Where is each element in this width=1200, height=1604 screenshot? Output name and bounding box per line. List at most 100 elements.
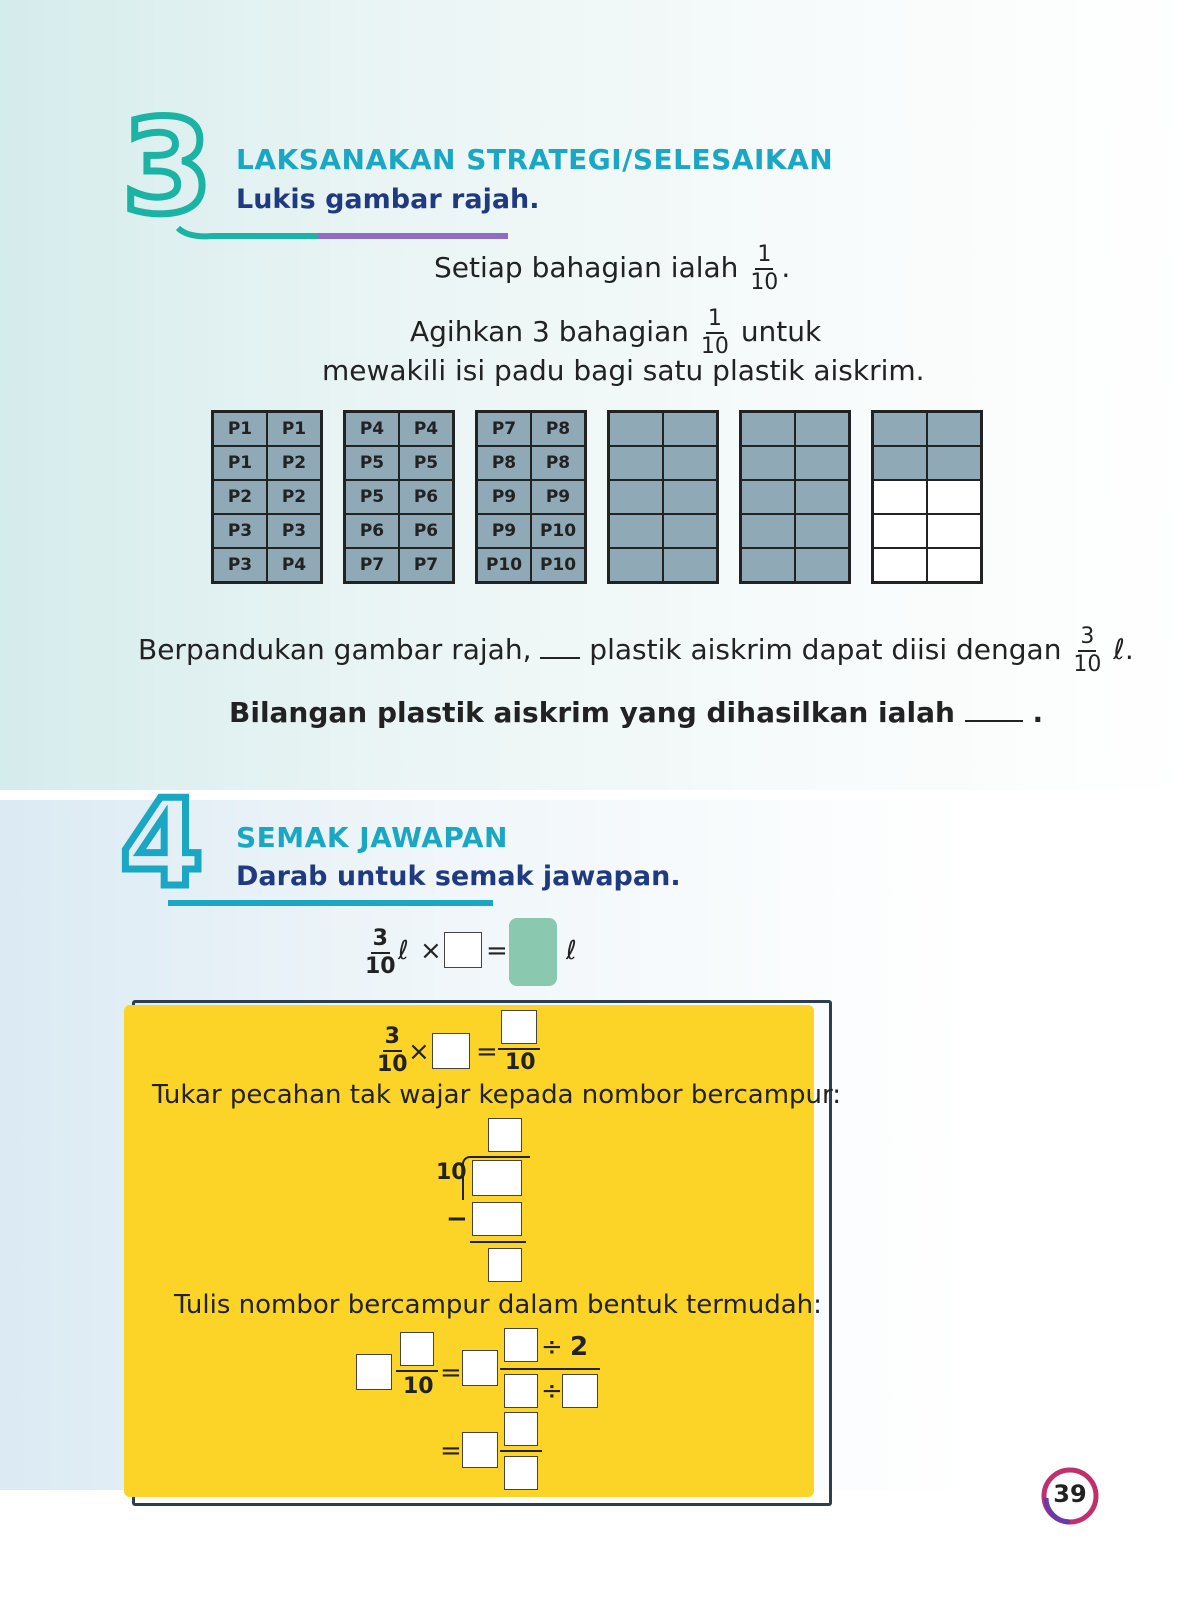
grid-cell: P10 [531,514,585,548]
grid-cell: P6 [345,514,399,548]
mix-num-box[interactable] [400,1332,434,1366]
grid-cell [663,480,717,514]
simplify-num-box[interactable] [504,1328,538,1362]
grid-cell [873,514,927,548]
answer-sentence: Bilangan plastik aiskrim yang dihasilkan… [229,696,1044,729]
grid-cell [927,514,981,548]
grid-cell [663,446,717,480]
section-3-subtitle: Lukis gambar rajah. [236,184,540,215]
quotient-box[interactable] [488,1118,522,1152]
instruction-line-3: mewakili isi padu bagi satu plastik aisk… [322,354,925,387]
grid-cell: P4 [267,548,321,582]
whole-box-2[interactable] [462,1350,498,1386]
grid-cell [741,514,795,548]
work-box [124,1005,814,1497]
grid-cell: P9 [477,480,531,514]
grid-cell [663,548,717,582]
section-3-background [0,0,1200,790]
grid-cell: P5 [345,446,399,480]
grid-cell [663,412,717,446]
grid-cell: P7 [477,412,531,446]
grid-cell: P2 [213,480,267,514]
grid-cell [873,480,927,514]
multiplier-box[interactable] [444,932,482,968]
eq1-box-numerator[interactable] [501,1010,537,1044]
grid-cell: P10 [531,548,585,582]
grid-cell: P6 [399,480,453,514]
section-4-subtitle: Darab untuk semak jawapan. [236,861,681,892]
grid-cell: P4 [345,412,399,446]
simplify-den-box[interactable] [504,1374,538,1408]
grid-cell [741,548,795,582]
grid-cell [795,412,849,446]
grid-cell: P10 [477,548,531,582]
svg-text:3: 3 [122,100,212,240]
section-3-number-badge: 3 [118,88,508,247]
grid-cell [795,514,849,548]
final-whole-box[interactable] [462,1432,498,1468]
grid-cell: P8 [531,446,585,480]
grid-cell [663,514,717,548]
grid-cell: P7 [345,548,399,582]
grid-cell [741,412,795,446]
grid-cell [609,480,663,514]
final-num-box[interactable] [504,1412,538,1446]
grid-cell [927,548,981,582]
result-box[interactable] [509,918,557,986]
grid-cell: P3 [213,514,267,548]
grid-cell: P6 [399,514,453,548]
grid-cell: P9 [531,480,585,514]
page-number: 39 [1053,1480,1087,1508]
dividend-box[interactable] [472,1160,522,1196]
grid-4 [607,410,719,584]
final-den-box[interactable] [504,1456,538,1490]
grid-cell: P5 [345,480,399,514]
grid-cell: P5 [399,446,453,480]
grid-cell: P3 [213,548,267,582]
grid-cell: P9 [477,514,531,548]
division-bracket [462,1156,530,1200]
eq1-box-multiplier[interactable] [432,1033,470,1069]
grid-cell: P2 [267,480,321,514]
section-3-title: LAKSANAKAN STRATEGI/SELESAIKAN [236,143,834,176]
grid-cell [873,446,927,480]
grid-cell [927,480,981,514]
section-4-number-badge: 4 [117,772,508,918]
section-4-title: SEMAK JAWAPAN [236,821,508,854]
whole-box-1[interactable] [356,1354,392,1390]
grid-cell: P8 [531,412,585,446]
grid-cell: P8 [477,446,531,480]
grid-cell [795,446,849,480]
subtrahend-box[interactable] [472,1202,522,1236]
grid-cell [795,480,849,514]
grid-cell [741,480,795,514]
grid-5 [739,410,851,584]
grid-cell [741,446,795,480]
grid-cell: P1 [213,412,267,446]
grid-cell [609,548,663,582]
grid-cell: P1 [213,446,267,480]
grid-cell [873,548,927,582]
svg-text:4: 4 [120,785,204,914]
convert-label: Tukar pecahan tak wajar kepada nombor be… [152,1080,842,1110]
grid-cell: P3 [267,514,321,548]
grid-cell: P2 [267,446,321,480]
grid-cell [927,446,981,480]
grid-cell: P1 [267,412,321,446]
grid-cell [795,548,849,582]
grid-6 [871,410,983,584]
grid-cell [609,412,663,446]
answer-blank-1 [540,637,581,659]
remainder-box[interactable] [488,1248,522,1282]
divisor-den-box[interactable] [562,1374,598,1408]
